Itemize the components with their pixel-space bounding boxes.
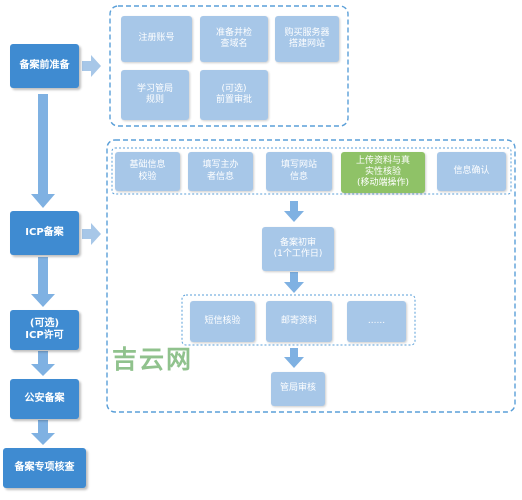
verify-methods-frame [181,294,416,346]
arrow-prep-to-icp [31,94,55,208]
prep-domain: 准备并检 查域名 [200,16,268,62]
arrow-prep-to-group [82,55,101,77]
step-icp-permit: (可选) ICP许可 [10,310,79,350]
icp-upload-verify: 上传资料与真 实性核验 (移动端操作) [341,152,425,193]
icp-verify-basic: 基础信息 校验 [115,152,180,191]
verify-row-frame [111,147,512,195]
icp-fill-site: 填写网站 信息 [266,152,332,191]
icp-first-review: 备案初审 (1个工作日) [262,227,334,271]
arrow-icp-to-permit [31,257,55,307]
prep-learn-rules: 学习管局 规则 [121,70,189,120]
arrow-police-to-check [31,420,55,445]
icp-bureau-review: 管局审核 [271,372,325,406]
icp-confirm: 信息确认 [437,152,506,191]
step-special-check: 备案专项核查 [3,448,86,488]
icp-more: ...... [347,301,406,342]
prep-register-account: 注册账号 [121,16,192,62]
arrow-permit-to-police [31,351,55,376]
icp-fill-owner: 填写主办 者信息 [188,152,253,191]
step-icp: ICP备案 [10,211,79,255]
arrow-to-verify-methods [284,272,304,293]
icp-group-frame [106,139,516,413]
watermark: 吉云网 [112,345,194,374]
prep-server: 购买服务器 搭建网站 [275,16,339,62]
arrow-to-first-review [284,201,304,222]
step-prep: 备案前准备 [10,44,79,88]
icp-sms-verify: 短信核验 [190,301,255,342]
step-police: 公安备案 [10,379,79,419]
prep-pre-approval: (可选) 前置审批 [200,70,268,120]
icp-mail-docs: 邮寄资料 [266,301,332,342]
arrow-icp-to-group [82,223,101,245]
arrow-to-bureau [284,348,304,368]
